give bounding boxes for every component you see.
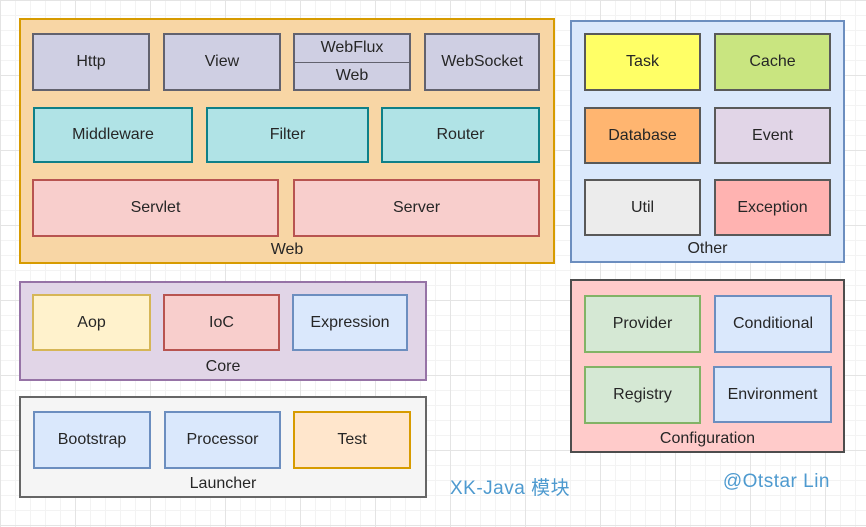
node-event[interactable]: Event bbox=[714, 107, 831, 164]
diagram-title[interactable]: XK-Java 模块 bbox=[450, 478, 571, 499]
node-provider[interactable]: Provider bbox=[584, 295, 701, 353]
node-ioc[interactable]: IoC bbox=[163, 294, 280, 351]
node-environment[interactable]: Environment bbox=[713, 366, 832, 423]
node-processor[interactable]: Processor bbox=[164, 411, 281, 469]
author-credit[interactable]: @Otstar Lin bbox=[722, 471, 830, 492]
node-server[interactable]: Server bbox=[293, 179, 540, 237]
node-servlet[interactable]: Servlet bbox=[32, 179, 279, 237]
group-launcher-label: Launcher bbox=[189, 475, 257, 492]
node-cache[interactable]: Cache bbox=[714, 33, 831, 91]
node-registry[interactable]: Registry bbox=[584, 366, 701, 424]
node-webflux[interactable]: WebFlux bbox=[320, 39, 384, 57]
node-util[interactable]: Util bbox=[584, 179, 701, 236]
node-exception[interactable]: Exception bbox=[714, 179, 831, 236]
node-task[interactable]: Task bbox=[584, 33, 701, 91]
node-webflux-web-stack[interactable]: WebFlux Web bbox=[293, 33, 411, 91]
group-configuration[interactable]: Provider Conditional Registry Environmen… bbox=[570, 279, 845, 453]
node-aop[interactable]: Aop bbox=[32, 294, 151, 351]
group-web-label: Web bbox=[270, 241, 304, 258]
node-filter[interactable]: Filter bbox=[206, 107, 369, 163]
node-middleware[interactable]: Middleware bbox=[33, 107, 193, 163]
node-view[interactable]: View bbox=[163, 33, 281, 91]
group-other-label: Other bbox=[687, 240, 728, 257]
group-core-label: Core bbox=[205, 358, 241, 375]
node-bootstrap[interactable]: Bootstrap bbox=[33, 411, 151, 469]
node-http[interactable]: Http bbox=[32, 33, 150, 91]
node-web-sub[interactable]: Web bbox=[295, 61, 409, 90]
node-database[interactable]: Database bbox=[584, 107, 701, 164]
node-conditional[interactable]: Conditional bbox=[714, 295, 832, 353]
group-other[interactable]: Task Cache Database Event Util Exception… bbox=[570, 20, 845, 263]
node-router[interactable]: Router bbox=[381, 107, 540, 163]
node-test[interactable]: Test bbox=[293, 411, 411, 469]
group-core[interactable]: Aop IoC Expression Core bbox=[19, 281, 427, 381]
node-expression[interactable]: Expression bbox=[292, 294, 408, 351]
group-configuration-label: Configuration bbox=[659, 430, 756, 447]
group-web[interactable]: Http View WebFlux Web WebSocket Middlewa… bbox=[19, 18, 555, 264]
group-launcher[interactable]: Bootstrap Processor Test Launcher bbox=[19, 396, 427, 498]
node-websocket[interactable]: WebSocket bbox=[424, 33, 540, 91]
